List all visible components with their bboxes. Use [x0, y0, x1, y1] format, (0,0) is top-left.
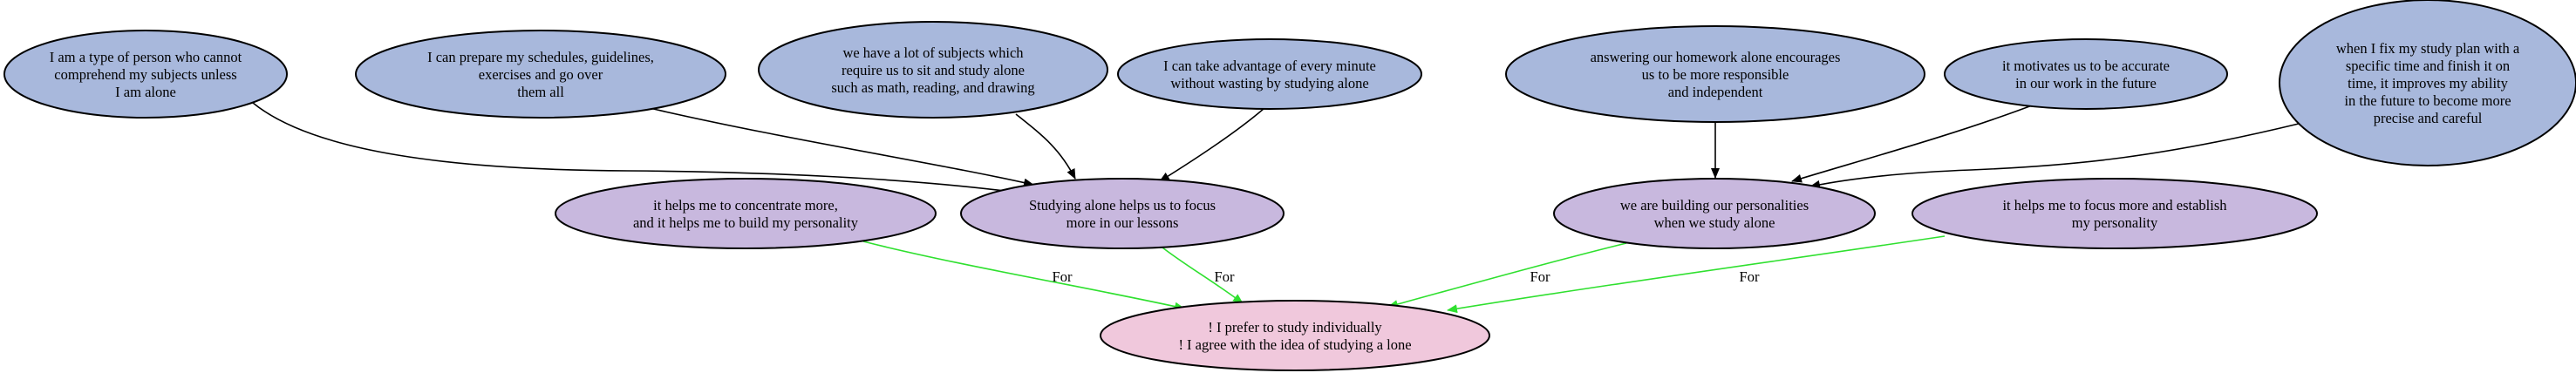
node-n2: I can prepare my schedules, guidelines,e…: [355, 30, 726, 119]
edge-n3-a2: [1015, 113, 1076, 180]
node-text-c1-1: ! I agree with the idea of studying a lo…: [1178, 336, 1411, 353]
node-ellipse-n4: [1117, 38, 1422, 110]
node-ellipse-c1: [1100, 300, 1490, 371]
node-text-a2-1: more in our lessons: [1067, 214, 1179, 231]
node-c1: ! I prefer to study individually! I agre…: [1100, 300, 1490, 371]
node-a4: it helps me to focus more and establishm…: [1912, 178, 2318, 249]
node-text-n5-0: answering our homework alone encourages: [1591, 49, 1841, 65]
node-text-n4-0: I can take advantage of every minute: [1163, 58, 1376, 74]
node-a1: it helps me to concentrate more,and it h…: [555, 178, 937, 249]
node-ellipse-n7: [2279, 0, 2576, 166]
edge-a2-c1: [1162, 247, 1244, 304]
node-ellipse-n2: [355, 30, 726, 119]
edges: For For For For: [252, 102, 2303, 314]
node-ellipse-n3: [758, 21, 1108, 119]
node-text-a4-1: my personality: [2072, 214, 2158, 231]
edge-n2-a2: [649, 107, 1034, 187]
node-ellipse-a2: [960, 178, 1285, 249]
node-text-a4-0: it helps me to focus more and establish: [2002, 197, 2227, 214]
node-text-n6-0: it motivates us to be accurate: [2002, 58, 2170, 74]
node-text-n3-1: require us to sit and study alone: [842, 62, 1025, 78]
node-text-n3-2: such as math, reading, and drawing: [831, 79, 1034, 96]
node-ellipse-n5: [1505, 25, 1925, 123]
node-text-c1-0: ! I prefer to study individually: [1208, 319, 1382, 336]
node-ellipse-n6: [1944, 38, 2228, 110]
node-n7: when I fix my study plan with aspecific …: [2279, 0, 2576, 166]
node-text-n7-3: in the future to become more: [2344, 92, 2511, 109]
node-text-n2-1: exercises and go over: [479, 66, 603, 83]
node-text-a1-0: it helps me to concentrate more,: [653, 197, 838, 214]
edge-n4-a2: [1159, 107, 1265, 182]
node-text-n1-0: I am a type of person who cannot: [50, 49, 242, 65]
node-n5: answering our homework alone encouragesu…: [1505, 25, 1925, 123]
edge-label-a1-c1: For: [1053, 268, 1073, 285]
edge-n6-a3: [1791, 105, 2033, 183]
node-text-a1-1: and it helps me to build my personality: [633, 214, 859, 231]
node-text-a3-0: we are building our personalities: [1620, 197, 1809, 214]
node-ellipse-a4: [1912, 178, 2318, 249]
node-n4: I can take advantage of every minutewith…: [1117, 38, 1422, 110]
node-text-n7-1: specific time and finish it on: [2346, 58, 2510, 74]
node-text-n3-0: we have a lot of subjects which: [842, 44, 1024, 61]
node-ellipse-a3: [1553, 178, 1876, 249]
edge-a1-c1: [862, 241, 1185, 311]
edge-a3-c1: [1387, 242, 1627, 309]
node-n1: I am a type of person who cannotcomprehe…: [3, 30, 288, 119]
node-text-n6-1: in our work in the future: [2015, 75, 2157, 92]
nodes: I am a type of person who cannotcomprehe…: [3, 0, 2576, 371]
node-text-n2-0: I can prepare my schedules, guidelines,: [427, 49, 654, 65]
edge-label-a2-c1: For: [1215, 268, 1235, 285]
node-text-n4-1: without wasting by studying alone: [1170, 75, 1368, 92]
node-text-n7-4: precise and careful: [2374, 110, 2483, 126]
edge-a4-c1: [1447, 235, 1946, 314]
edge-n7-a3: [1809, 122, 2303, 189]
node-text-n5-2: and independent: [1668, 84, 1763, 100]
edge-label-a3-c1: For: [1530, 268, 1550, 285]
node-text-n1-2: I am alone: [115, 84, 176, 100]
node-text-n7-2: time, it improves my ability: [2348, 75, 2509, 92]
node-text-a2-0: Studying alone helps us to focus: [1029, 197, 1216, 214]
node-text-n5-1: us to be more responsible: [1642, 66, 1789, 83]
edge-label-a4-c1: For: [1740, 268, 1760, 285]
node-ellipse-n1: [3, 30, 288, 119]
node-text-n7-0: when I fix my study plan with a: [2336, 40, 2520, 57]
node-ellipse-a1: [555, 178, 937, 249]
node-text-n2-2: them all: [517, 84, 564, 100]
edge-n1-a2: [252, 102, 1026, 197]
node-text-n1-1: comprehend my subjects unless: [54, 66, 236, 83]
node-text-a3-1: when we study alone: [1654, 214, 1775, 231]
